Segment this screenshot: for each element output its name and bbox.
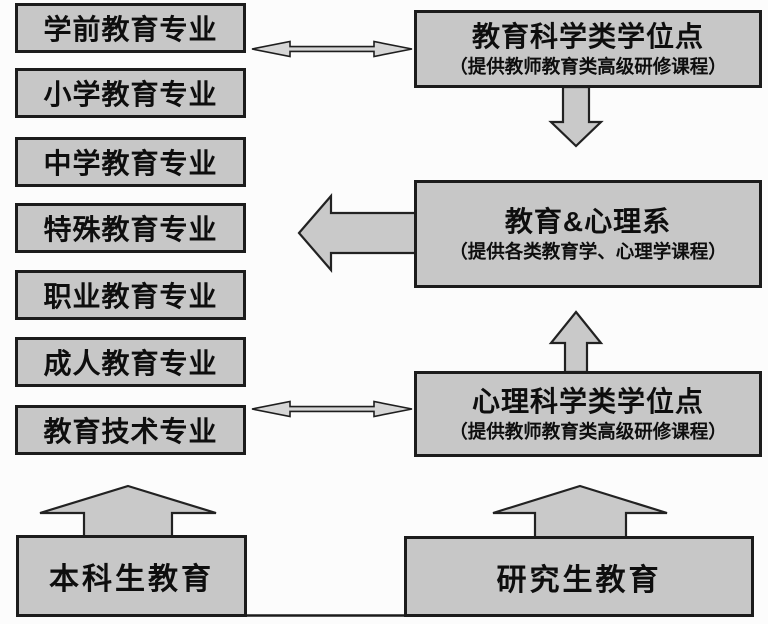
down-arrow-icon [548, 85, 604, 148]
up-arrow-mid-icon [548, 310, 604, 374]
degree-title: 教育科学类学位点 [471, 21, 704, 53]
left-arrow-icon [297, 193, 418, 273]
major-box-secondary: 中学教育专业 [15, 137, 246, 187]
major-label: 学前教育专业 [43, 15, 218, 46]
degree-subtitle: （提供教师教育类高级研修课程） [449, 55, 727, 77]
major-label: 中学教育专业 [43, 149, 218, 180]
major-box-adult: 成人教育专业 [15, 337, 246, 387]
major-label: 职业教育专业 [43, 282, 218, 313]
up-arrow-graduate-icon [492, 484, 668, 540]
department-subtitle: （提供各类教育学、心理学课程） [449, 240, 727, 262]
graduate-education-box: 研究生教育 [404, 536, 754, 617]
major-label: 教育技术专业 [43, 417, 218, 448]
major-box-primary: 小学教育专业 [15, 68, 246, 118]
major-box-vocational: 职业教育专业 [15, 270, 246, 320]
department-title: 教育&心理系 [504, 206, 672, 238]
major-label: 成人教育专业 [43, 349, 218, 380]
major-box-edtech: 教育技术专业 [15, 405, 246, 455]
major-label: 特殊教育专业 [43, 215, 218, 246]
double-arrow-top-icon [251, 40, 413, 58]
undergraduate-education-box: 本科生教育 [16, 535, 247, 617]
graduate-label: 研究生教育 [496, 563, 662, 597]
major-box-preschool: 学前教育专业 [15, 3, 246, 53]
degree-box-education-science: 教育科学类学位点 （提供教师教育类高级研修课程） [414, 10, 762, 88]
major-box-special: 特殊教育专业 [15, 203, 246, 253]
major-label: 小学教育专业 [43, 80, 218, 111]
department-box-education-psychology: 教育&心理系 （提供各类教育学、心理学课程） [414, 180, 762, 288]
up-arrow-undergraduate-icon [39, 484, 217, 539]
double-arrow-bottom-icon [251, 400, 413, 418]
degree-title: 心理科学类学位点 [471, 386, 704, 418]
degree-subtitle: （提供教师教育类高级研修课程） [449, 420, 727, 442]
degree-box-psychology-science: 心理科学类学位点 （提供教师教育类高级研修课程） [414, 371, 762, 457]
undergraduate-label: 本科生教育 [49, 563, 214, 596]
